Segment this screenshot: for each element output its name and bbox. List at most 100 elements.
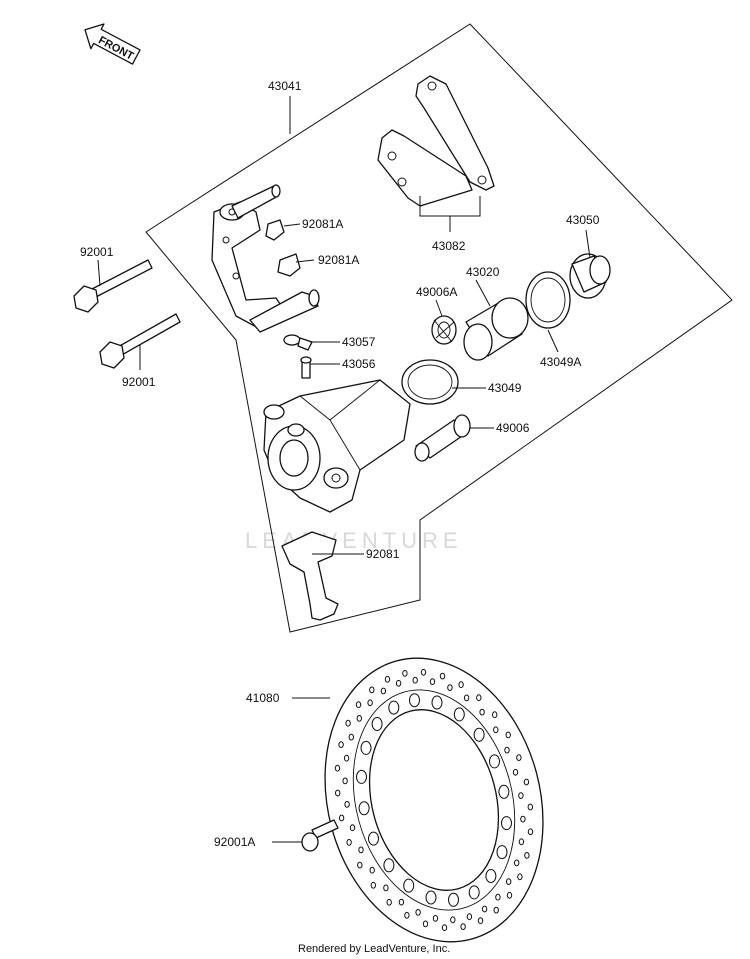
disc-hole (493, 906, 499, 914)
disc-hole (518, 792, 524, 799)
disc-hole (395, 679, 402, 687)
disc-hole (345, 719, 351, 727)
label-43050: 43050 (566, 213, 600, 227)
disc-hole (517, 873, 523, 881)
disc-hole (479, 708, 485, 716)
disc-hole (386, 898, 392, 906)
disc-hole (485, 869, 497, 883)
disc-hole (496, 845, 508, 860)
disc-hole (524, 852, 530, 859)
dust-seal-43050 (569, 253, 611, 299)
pad-spring-92081 (281, 531, 339, 621)
disc-hole (450, 916, 456, 924)
brake-disc (324, 657, 544, 943)
disc-hole (489, 754, 500, 769)
label-43041: 43041 (268, 79, 302, 93)
disc-hole (367, 699, 373, 707)
disc-hole (344, 801, 350, 808)
disc-hole (527, 803, 533, 811)
disc-hole (335, 789, 341, 797)
disc-hole (402, 670, 408, 677)
disc-hole (473, 727, 485, 742)
disc-hole (409, 693, 420, 708)
disc-hole (343, 754, 350, 762)
disc-hole (425, 890, 437, 905)
disc-hole (432, 915, 439, 922)
disc-hole (369, 686, 375, 694)
disc-hole (357, 861, 363, 869)
disc-hole (398, 898, 405, 906)
disc-hole (527, 828, 534, 836)
label-43020: 43020 (466, 265, 500, 279)
disc-hole (412, 676, 418, 684)
screw-92001A (301, 819, 339, 852)
label-43049A: 43049A (540, 355, 581, 369)
disc-hole (384, 675, 391, 683)
disc-hole (466, 913, 473, 921)
disc-hole (358, 846, 364, 854)
disc-hole (338, 814, 345, 822)
bleeder-valve-43056 (300, 356, 312, 379)
label-49006: 49006 (496, 421, 530, 435)
disc-hole (346, 839, 352, 846)
piston-43020 (463, 297, 529, 361)
disc-hole (415, 909, 421, 916)
disc-hole (403, 878, 415, 893)
disc-hole (493, 726, 499, 734)
label-92081: 92081 (366, 547, 400, 561)
disc-hole (498, 784, 510, 799)
label-43049: 43049 (488, 381, 522, 395)
callout-labels: 43041 43082 43050 92001 92081A 92081A 43… (80, 79, 600, 849)
dust-seal-49006A (431, 315, 457, 345)
disc-hole (369, 866, 375, 874)
watermark: LEADVENTURE (245, 528, 463, 553)
clip-92081A-upper (265, 219, 285, 241)
disc-hole (448, 892, 459, 907)
disc-hole (518, 838, 525, 846)
label-43057: 43057 (342, 335, 376, 349)
label-92001A: 92001A (214, 835, 255, 849)
front-arrow-icon: FRONT (84, 23, 141, 65)
disc-hole (504, 746, 510, 754)
label-92001-bottom: 92001 (122, 375, 156, 389)
disc-hole (383, 858, 395, 873)
leader-lines (97, 96, 591, 843)
label-49006A: 49006A (416, 285, 457, 299)
disc-hole (481, 905, 488, 913)
disc-hole (380, 687, 387, 695)
disc-hole (506, 891, 513, 899)
disc-hole (512, 768, 519, 776)
disc-hole (476, 694, 482, 702)
caliper-assembly-outline (145, 23, 733, 633)
disc-hole (523, 778, 530, 786)
disc-hole (349, 824, 356, 832)
disc-hole (383, 884, 389, 892)
label-43056: 43056 (342, 357, 376, 371)
disc-hole (505, 731, 511, 739)
disc-hole (492, 711, 498, 719)
brake-pads (377, 75, 495, 207)
disc-hole (495, 893, 501, 901)
disc-hole (370, 881, 376, 889)
disc-hole (506, 878, 512, 885)
disc-hole (429, 678, 436, 685)
caliper-bracket (211, 184, 320, 333)
disc-hole (338, 741, 344, 748)
label-92001-top: 92001 (80, 245, 114, 259)
disc-hole (348, 733, 354, 741)
pin-boot-49006 (414, 414, 471, 462)
piston-seal-43049A (525, 271, 571, 329)
disc-hole (458, 681, 464, 689)
clip-92081A-lower (277, 253, 301, 277)
disc-hole (355, 701, 362, 709)
disc-hole (404, 911, 410, 919)
disc-hole (358, 801, 370, 816)
disc-hole (422, 920, 429, 928)
footer-credit: Rendered by LeadVenture, Inc. (298, 943, 450, 955)
bolt-92001-bottom (99, 313, 181, 369)
disc-hole (520, 815, 526, 823)
disc-hole (388, 700, 400, 715)
disc-hole (439, 672, 446, 680)
disc-hole (460, 923, 466, 930)
disc-hole (342, 777, 348, 785)
